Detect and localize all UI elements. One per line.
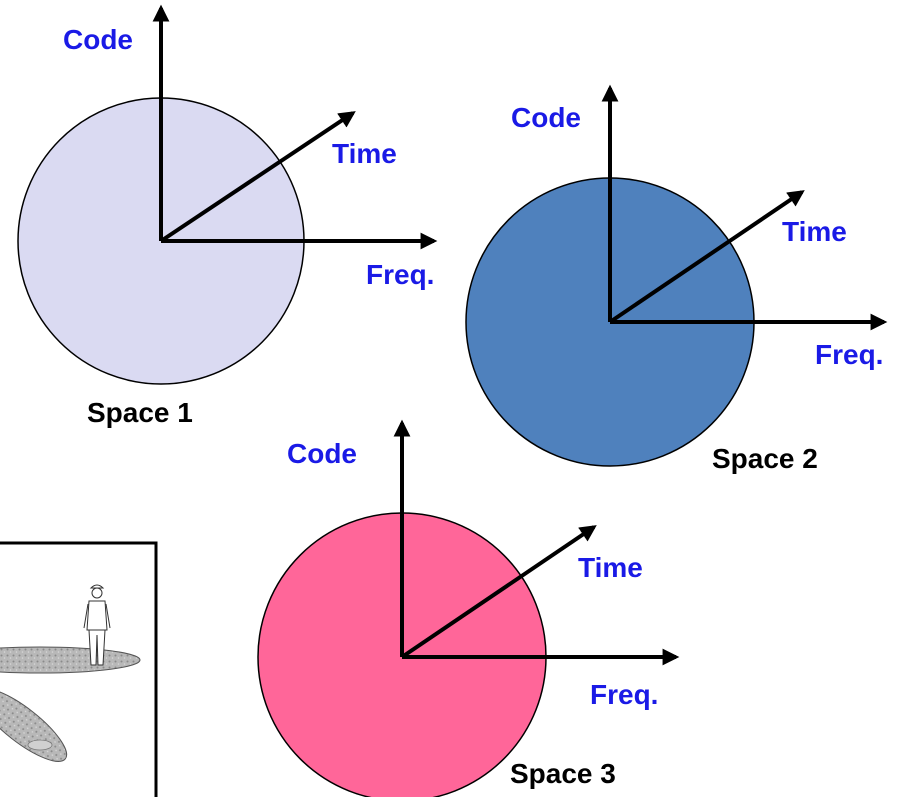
space-2-code-label: Code	[511, 102, 581, 133]
space-3-group: Code Time Freq. Space 3	[257, 419, 680, 797]
space-3-title: Space 3	[510, 758, 616, 789]
space-1-title: Space 1	[87, 397, 193, 428]
space-1-group: Code Time Freq. Space 1	[17, 4, 438, 428]
space-2-group: Code Time Freq. Space 2	[465, 84, 888, 474]
space-1-time-label: Time	[332, 138, 397, 169]
person-on-ellipses-icon	[0, 584, 141, 762]
space-2-time-label: Time	[782, 216, 847, 247]
space-2-time-axis	[608, 190, 805, 324]
space-1-freq-label: Freq.	[366, 259, 434, 290]
space-3-freq-label: Freq.	[590, 679, 658, 710]
inset-illustration	[0, 541, 158, 797]
space-1-time-axis	[159, 111, 356, 243]
space-2-freq-label: Freq.	[815, 339, 883, 370]
space-3-time-label: Time	[578, 552, 643, 583]
space-3-time-axis	[400, 525, 597, 659]
space-1-code-label: Code	[63, 24, 133, 55]
space-3-code-label: Code	[287, 438, 357, 469]
space-2-title: Space 2	[712, 443, 818, 474]
